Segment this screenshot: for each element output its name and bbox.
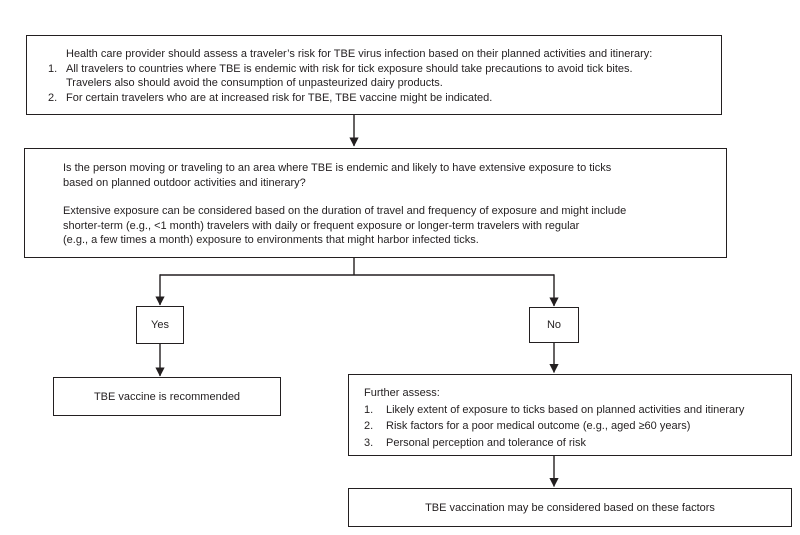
exposure-line: Extensive exposure can be considered bas… (63, 205, 627, 218)
recommended-text: TBE vaccine is recommended (93, 390, 241, 403)
exposure-line: shorter-term (e.g., <1 month) travelers … (63, 219, 580, 232)
list-number: 2. (364, 420, 374, 432)
recommended-box: TBE vaccine is recommended (53, 377, 281, 416)
no-box: No (529, 307, 579, 343)
question-line: based on planned outdoor activities and … (63, 176, 306, 189)
list-item-text: Risk factors for a poor medical outcome … (386, 420, 691, 432)
no-label: No (546, 319, 562, 331)
assess-list-item-2: 2. Risk factors for a poor medical outco… (364, 418, 787, 435)
list-item-line: Travelers also should avoid the consumpt… (66, 77, 443, 90)
question-box: Is the person moving or traveling to an … (24, 148, 727, 258)
question-paragraph: Is the person moving or traveling to an … (63, 161, 718, 190)
assess-list-item-3: 3. Personal perception and tolerance of … (364, 435, 787, 452)
list-number: 3. (364, 436, 374, 449)
intro-list-item-1: 1. All travelers to countries where TBE … (48, 62, 713, 91)
further-assess-box: Further assess: 1. Likely extent of expo… (348, 374, 792, 456)
exposure-paragraph: Extensive exposure can be considered bas… (63, 204, 718, 248)
list-item-text: Likely extent of exposure to ticks based… (386, 403, 745, 416)
list-item-text: For certain travelers who are at increas… (66, 91, 492, 106)
list-number: 1. (48, 62, 58, 75)
question-line: Is the person moving or traveling to an … (63, 162, 612, 174)
list-item-text: Personal perception and tolerance of ris… (386, 436, 586, 449)
list-item-line: For certain travelers who are at increas… (66, 91, 493, 104)
exposure-line: (e.g., a few times a month) exposure to … (63, 234, 479, 247)
list-number: 1. (364, 403, 374, 416)
intro-list-item-2: 2. For certain travelers who are at incr… (48, 91, 713, 106)
final-text: TBE vaccination may be considered based … (425, 501, 715, 514)
assess-heading: Further assess: (364, 387, 440, 399)
list-number: 2. (48, 91, 58, 104)
assess-list-item-1: 1. Likely extent of exposure to ticks ba… (364, 402, 787, 419)
yes-label: Yes (151, 319, 169, 331)
intro-box: Health care provider should assess a tra… (26, 35, 722, 115)
yes-box: Yes (136, 306, 184, 344)
list-item-line: All travelers to countries where TBE is … (66, 62, 633, 75)
list-item-text: All travelers to countries where TBE is … (66, 62, 633, 91)
final-box: TBE vaccination may be considered based … (348, 488, 792, 527)
intro-heading: Health care provider should assess a tra… (66, 48, 653, 60)
